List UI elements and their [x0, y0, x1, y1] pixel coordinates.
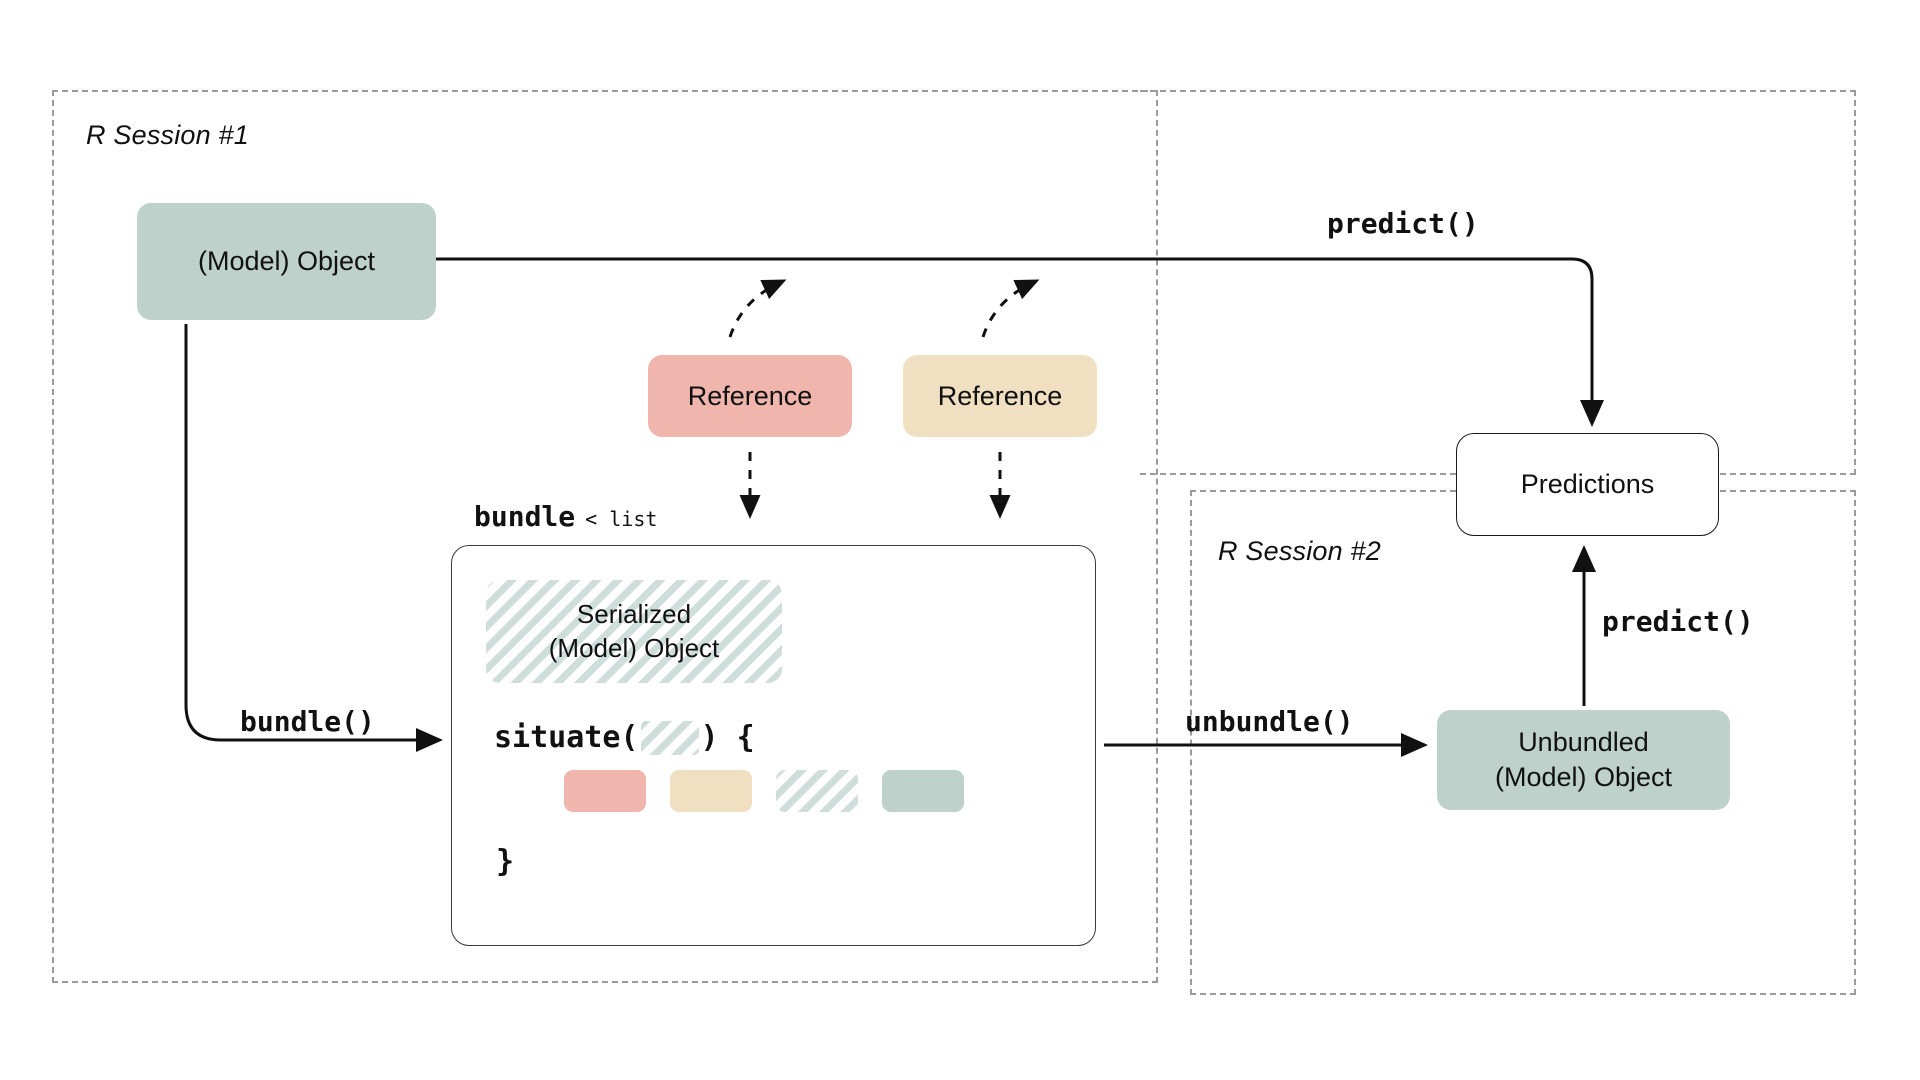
- unbundled-object-line1: Unbundled: [1518, 727, 1649, 758]
- node-reference-1[interactable]: Reference: [648, 355, 852, 437]
- session-1-container-extension: [1140, 90, 1856, 475]
- node-predictions[interactable]: Predictions: [1456, 433, 1719, 536]
- situate-code-after: ) {: [700, 720, 755, 755]
- node-unbundled-model-object[interactable]: Unbundled (Model) Object: [1437, 710, 1730, 810]
- bundle-caption: bundle < list: [474, 500, 657, 533]
- chip-reference-tan[interactable]: [670, 770, 752, 812]
- node-model-object[interactable]: (Model) Object: [137, 203, 436, 320]
- serialized-object-line2: (Model) Object: [548, 632, 720, 663]
- chip-model[interactable]: [882, 770, 964, 812]
- situate-code-line: situate( ) {: [494, 720, 755, 755]
- session-1-container: [52, 90, 1158, 983]
- edge-label-bundle: bundle(): [240, 705, 375, 738]
- node-reference-2[interactable]: Reference: [903, 355, 1097, 437]
- edge-label-predict-session1: predict(): [1327, 207, 1479, 240]
- edge-label-unbundle: unbundle(): [1185, 705, 1354, 738]
- session-1-label: R Session #1: [86, 120, 249, 150]
- situate-code-before: situate(: [494, 720, 639, 755]
- situate-serialized-argument-chip: [640, 720, 699, 755]
- serialized-object-line1: Serialized: [576, 598, 692, 629]
- session-1-seam-mask: [1150, 92, 1156, 472]
- chip-serialized[interactable]: [776, 770, 858, 812]
- chip-reference-pink[interactable]: [564, 770, 646, 812]
- unbundled-object-line2: (Model) Object: [1494, 762, 1673, 792]
- node-serialized-model-object[interactable]: Serialized (Model) Object: [486, 580, 782, 683]
- bundle-chip-row: [564, 770, 964, 812]
- edge-label-predict-session2: predict(): [1602, 605, 1754, 638]
- bundle-caption-main: bundle: [474, 500, 576, 533]
- session-2-label: R Session #2: [1218, 536, 1381, 566]
- situate-closing-brace: }: [496, 844, 515, 879]
- bundle-caption-subtype: < list: [585, 507, 658, 531]
